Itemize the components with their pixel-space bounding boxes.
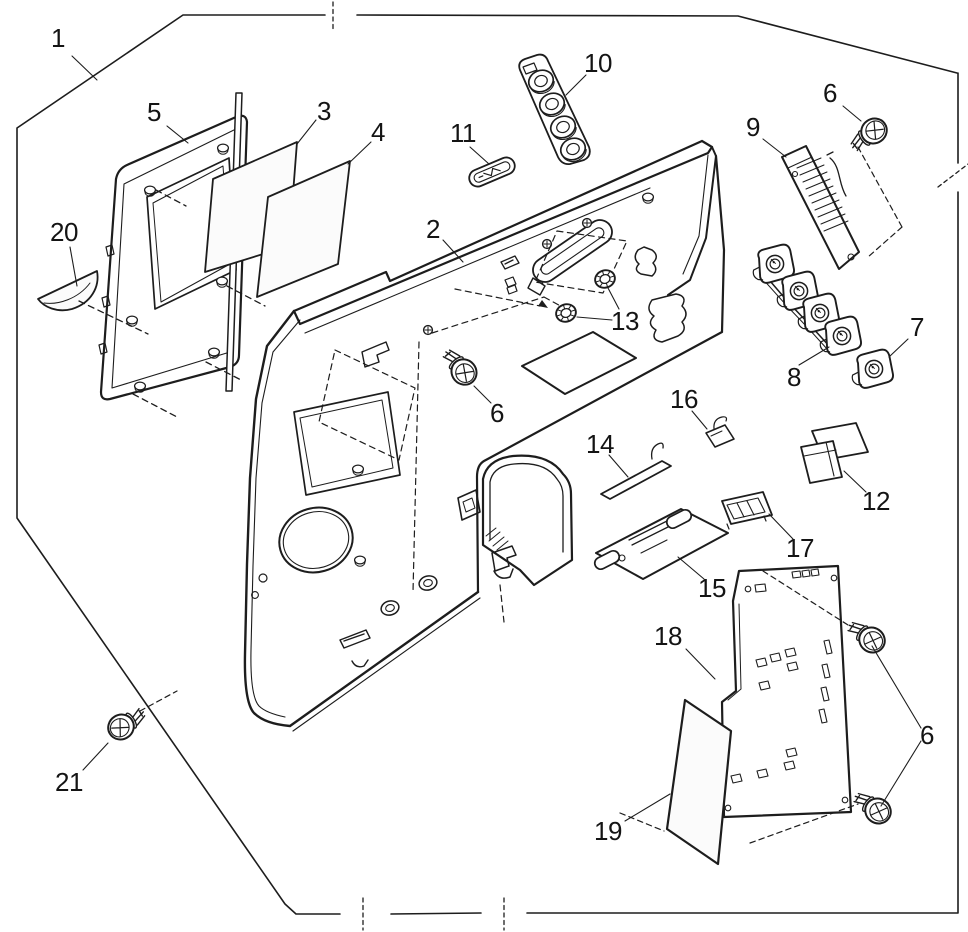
part-16-clip xyxy=(705,416,735,448)
part-label-7: 7 xyxy=(910,312,924,342)
part-6-screw-top-right xyxy=(843,112,903,258)
part-13-washers xyxy=(552,266,619,326)
part-2-main-panel xyxy=(243,139,726,732)
ribbon-cable-hatch xyxy=(796,157,849,232)
part-9-ribbon-bracket xyxy=(781,145,860,270)
part-label-3: 3 xyxy=(317,96,331,126)
part-label-18: 18 xyxy=(654,621,682,651)
part-12-slide-connector xyxy=(800,422,869,484)
part-10-button-strip xyxy=(518,53,591,167)
part-label-11: 11 xyxy=(450,118,477,148)
part-label-8: 8 xyxy=(787,362,801,392)
part-21-screw xyxy=(102,690,178,746)
pcb-components xyxy=(724,568,849,812)
part-label-1: 1 xyxy=(51,23,65,53)
part-label-9: 9 xyxy=(746,112,760,142)
part-label-6a: 6 xyxy=(823,78,837,108)
part-label-17: 17 xyxy=(786,533,814,563)
part-4-sheet xyxy=(256,160,351,298)
part-label-5: 5 xyxy=(147,97,161,127)
part-label-4: 4 xyxy=(371,117,385,147)
part-label-16: 16 xyxy=(670,384,698,414)
part-17-frame xyxy=(721,491,773,530)
part-label-6b: 6 xyxy=(490,398,504,428)
part-label-2: 2 xyxy=(426,214,440,244)
part-14-strip xyxy=(600,442,672,500)
assembly-axes-left xyxy=(78,189,266,418)
part-19-insulator-sheet xyxy=(665,698,733,866)
part-label-21: 21 xyxy=(55,767,83,797)
panel-hidden-lines xyxy=(318,230,628,623)
part-6-screw-center xyxy=(436,342,483,391)
part-7-button xyxy=(847,347,896,391)
part-label-13: 13 xyxy=(611,306,639,336)
part-8-button-chain xyxy=(748,242,864,358)
part-1-machine-boundary xyxy=(16,1,968,931)
part-11-oval-clip xyxy=(468,156,516,188)
part-15-slider-plate xyxy=(593,508,729,580)
part-label-14: 14 xyxy=(586,429,614,459)
part-label-19: 19 xyxy=(594,816,622,846)
part-label-12: 12 xyxy=(862,486,890,516)
part-label-15: 15 xyxy=(698,573,726,603)
part-label-10: 10 xyxy=(584,48,612,78)
part-label-6c: 6 xyxy=(920,720,934,750)
callout-leader-lines xyxy=(69,55,922,822)
part-20-curved-tab xyxy=(37,270,99,312)
part-18-circuit-board xyxy=(619,564,859,844)
part-label-20: 20 xyxy=(50,217,78,247)
